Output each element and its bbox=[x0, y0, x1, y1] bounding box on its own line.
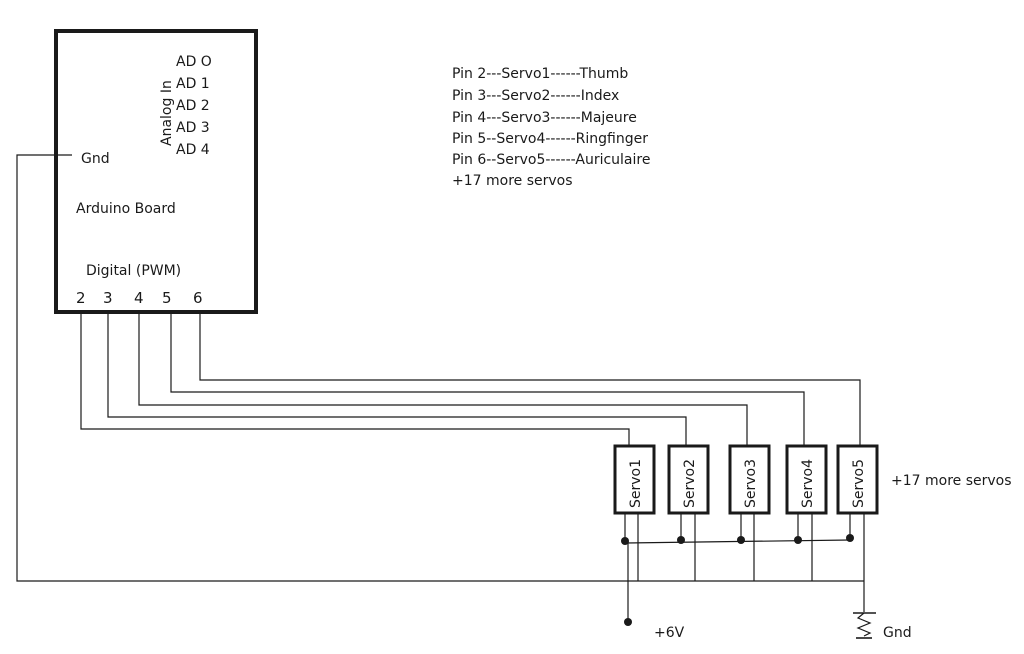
signal-wire-pin2 bbox=[80, 312, 630, 446]
signal-wire-pin5 bbox=[170, 312, 805, 446]
pin-mapping-line: Pin 4---Servo3------Majeure bbox=[452, 110, 637, 126]
servo3-box bbox=[728, 444, 771, 515]
power-junction bbox=[621, 537, 629, 545]
more-servos-label: +17 more servos bbox=[891, 473, 1012, 489]
analog-in-label: Analog In bbox=[159, 80, 175, 146]
pin-mapping-line: Pin 3---Servo2------Index bbox=[452, 88, 619, 104]
servo3-label: Servo3 bbox=[743, 459, 759, 508]
board-name: Arduino Board bbox=[76, 201, 176, 217]
pin-mapping-line: +17 more servos bbox=[452, 173, 573, 189]
servo1-box bbox=[613, 444, 656, 515]
digital-pin-label: 5 bbox=[162, 289, 172, 307]
ground-wire bbox=[16, 154, 864, 582]
signal-wire-pin3 bbox=[107, 312, 687, 446]
servo2-label: Servo2 bbox=[682, 459, 698, 508]
power-terminal bbox=[624, 618, 632, 626]
power-label: +6V bbox=[654, 625, 685, 641]
pin-mapping-line: Pin 2---Servo1------Thumb bbox=[452, 66, 628, 82]
power-junction bbox=[794, 536, 802, 544]
power-junction bbox=[846, 534, 854, 542]
power-junction bbox=[677, 536, 685, 544]
digital-pin-label: 3 bbox=[103, 289, 113, 307]
analog-pin-label: AD 4 bbox=[176, 142, 210, 158]
servo5-box bbox=[836, 444, 879, 515]
analog-pin-label: AD 1 bbox=[176, 76, 210, 92]
signal-wire-pin4 bbox=[138, 312, 748, 446]
pin-mapping-line: Pin 5--Servo4------Ringfinger bbox=[452, 131, 648, 147]
ground-label: Gnd bbox=[883, 625, 912, 641]
digital-pin-label: 6 bbox=[193, 289, 203, 307]
digital-pwm-label: Digital (PWM) bbox=[86, 263, 181, 279]
power-junction bbox=[737, 536, 745, 544]
servo4-box bbox=[785, 444, 828, 515]
board-gnd-label: Gnd bbox=[81, 151, 110, 167]
servo4-label: Servo4 bbox=[800, 459, 816, 508]
digital-pin-label: 4 bbox=[134, 289, 144, 307]
analog-pin-label: AD 2 bbox=[176, 98, 210, 114]
signal-wire-pin6 bbox=[199, 312, 861, 446]
servo5-label: Servo5 bbox=[851, 459, 867, 508]
analog-pin-label: AD 3 bbox=[176, 120, 210, 136]
digital-pin-label: 2 bbox=[76, 289, 86, 307]
ground-symbol-zigzag bbox=[856, 612, 872, 637]
servo2-box bbox=[667, 444, 710, 515]
analog-pin-label: AD O bbox=[176, 54, 212, 70]
pin-mapping-line: Pin 6--Servo5------Auriculaire bbox=[452, 152, 650, 168]
arduino-board bbox=[54, 29, 258, 314]
servo1-label: Servo1 bbox=[628, 459, 644, 508]
